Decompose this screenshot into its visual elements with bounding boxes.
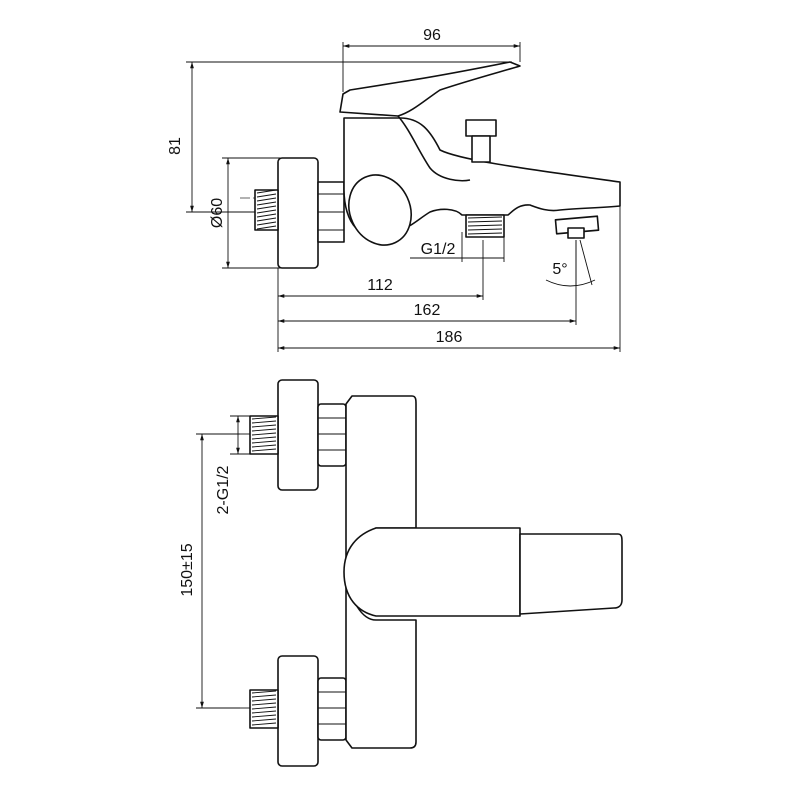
diverter-pull-button xyxy=(465,119,497,163)
diverter-plan xyxy=(343,527,521,617)
lever-handle xyxy=(339,61,521,117)
upper-inlet xyxy=(240,379,347,491)
aerator xyxy=(554,215,600,239)
spout-plan xyxy=(519,533,623,615)
label-diameter: Ø60 xyxy=(209,198,226,228)
shower-outlet-thread xyxy=(465,214,505,238)
extension-lines-bottom xyxy=(196,415,290,709)
wall-flange xyxy=(277,157,319,269)
plan-view: 2-G1/2 150±15 xyxy=(179,379,623,767)
label-angle: 5° xyxy=(552,261,567,278)
label-2g12: 2-G1/2 xyxy=(215,465,232,514)
label-spacing: 150±15 xyxy=(179,543,196,596)
side-view: 96 81 Ø60 G1/2 5° 112 162 186 xyxy=(167,27,621,352)
lower-inlet xyxy=(240,655,347,767)
valve-body xyxy=(343,117,621,229)
label-112: 112 xyxy=(367,277,393,294)
handle-neck xyxy=(397,115,471,182)
inlet-thread xyxy=(254,189,279,231)
diverter-knob xyxy=(348,174,412,246)
angle-5-marker xyxy=(545,239,596,287)
label-g12: G1/2 xyxy=(421,241,456,258)
label-96: 96 xyxy=(423,27,441,44)
label-81: 81 xyxy=(167,137,184,155)
label-186: 186 xyxy=(436,329,463,346)
label-162: 162 xyxy=(414,302,441,319)
hex-nut xyxy=(317,181,345,243)
